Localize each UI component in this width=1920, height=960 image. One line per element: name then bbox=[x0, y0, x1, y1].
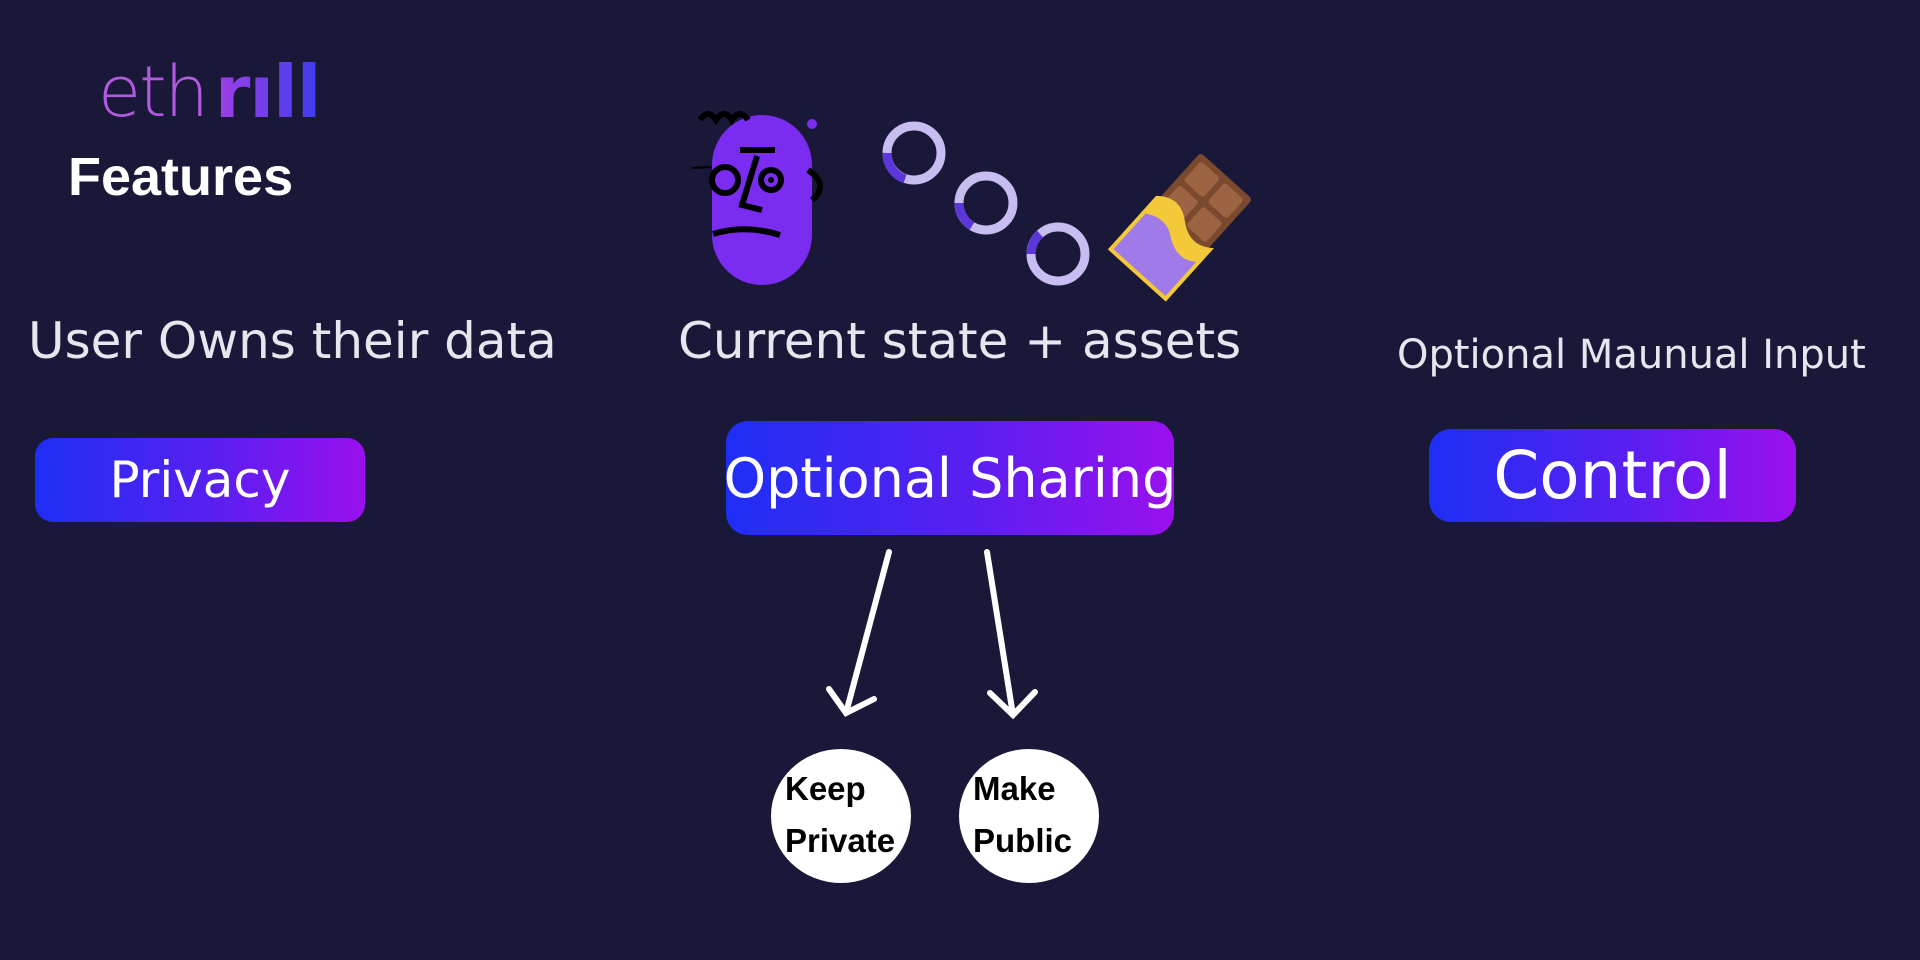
arrow-down-icon bbox=[984, 549, 1038, 720]
logo-text-rill: rıll bbox=[214, 50, 322, 134]
loading-rings-icon bbox=[882, 121, 1090, 286]
keep-private-option[interactable]: Keep Private bbox=[771, 749, 911, 883]
make-public-line2: Public bbox=[973, 822, 1073, 859]
privacy-button[interactable]: Privacy bbox=[35, 438, 365, 522]
ethrill-logo: eth rıll bbox=[98, 50, 322, 134]
caption-user-owns-data: User Owns their data bbox=[28, 312, 557, 370]
arrow-down-icon bbox=[826, 549, 892, 717]
caption-current-state: Current state + assets bbox=[678, 312, 1242, 370]
chocolate-bar-icon bbox=[1107, 154, 1251, 302]
character-face-icon bbox=[691, 111, 823, 285]
keep-private-line2: Private bbox=[785, 822, 896, 859]
caption-manual-input: Optional Maunual Input bbox=[1397, 332, 1866, 378]
control-button[interactable]: Control bbox=[1429, 429, 1796, 522]
keep-private-line1: Keep bbox=[785, 770, 866, 807]
make-public-option[interactable]: Make Public bbox=[959, 749, 1099, 883]
logo-text-eth: eth bbox=[98, 51, 209, 133]
make-public-line1: Make bbox=[973, 770, 1056, 807]
page-title: Features bbox=[68, 147, 294, 207]
optional-sharing-button[interactable]: Optional Sharing bbox=[724, 421, 1176, 535]
